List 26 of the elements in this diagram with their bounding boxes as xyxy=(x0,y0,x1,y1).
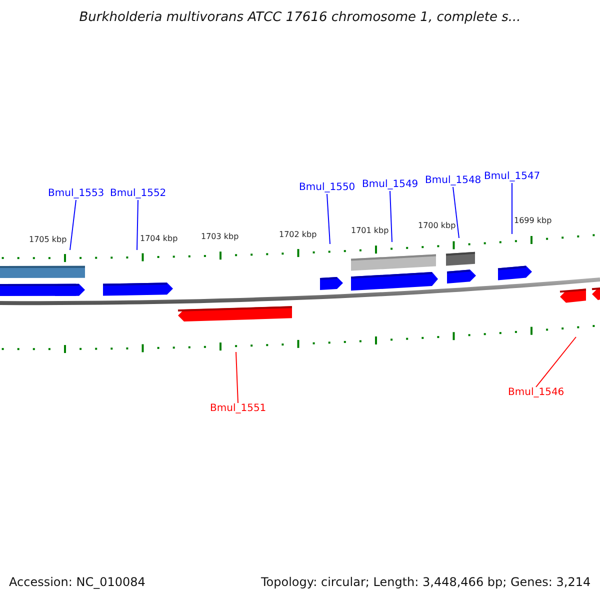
gene-label: Bmul_1547 xyxy=(484,171,540,183)
gene-label: Bmul_1549 xyxy=(362,179,418,191)
leader-line xyxy=(536,336,576,388)
leader-line xyxy=(236,352,238,404)
gene-label: Bmul_1552 xyxy=(110,188,166,200)
scale-label: 1699 kbp xyxy=(514,216,552,225)
leader-line xyxy=(136,200,138,250)
scale-label: 1705 kbp xyxy=(29,235,67,244)
leader-line xyxy=(326,194,330,244)
gene-label: Bmul_1548 xyxy=(425,175,482,187)
gene-label: Bmul_1550 xyxy=(299,182,356,194)
scale-label: 1701 kbp xyxy=(351,226,389,235)
gene-label: Bmul_1546 xyxy=(508,387,564,399)
leader-line xyxy=(390,190,392,242)
scale-label: 1703 kbp xyxy=(201,232,239,241)
footer-text: Accession: NC_010084 xyxy=(9,575,146,589)
gene-label: Bmul_1553 xyxy=(48,188,104,200)
footer-text: Topology: circular; Length: 3,448,466 bp; Genes: 3,214 xyxy=(261,575,591,589)
leader-line xyxy=(452,186,460,238)
gene-label: Bmul_1551 xyxy=(210,403,266,415)
title: Burkholderia multivorans ATCC 17616 chromosome 1, complete s... xyxy=(78,10,522,25)
ruler-drawing xyxy=(2,325,595,354)
scale-label: 1700 kbp xyxy=(418,221,456,230)
scale-label: 1702 kbp xyxy=(279,230,317,239)
leader-line xyxy=(70,200,76,250)
scale-label: 1704 kbp xyxy=(140,234,178,243)
